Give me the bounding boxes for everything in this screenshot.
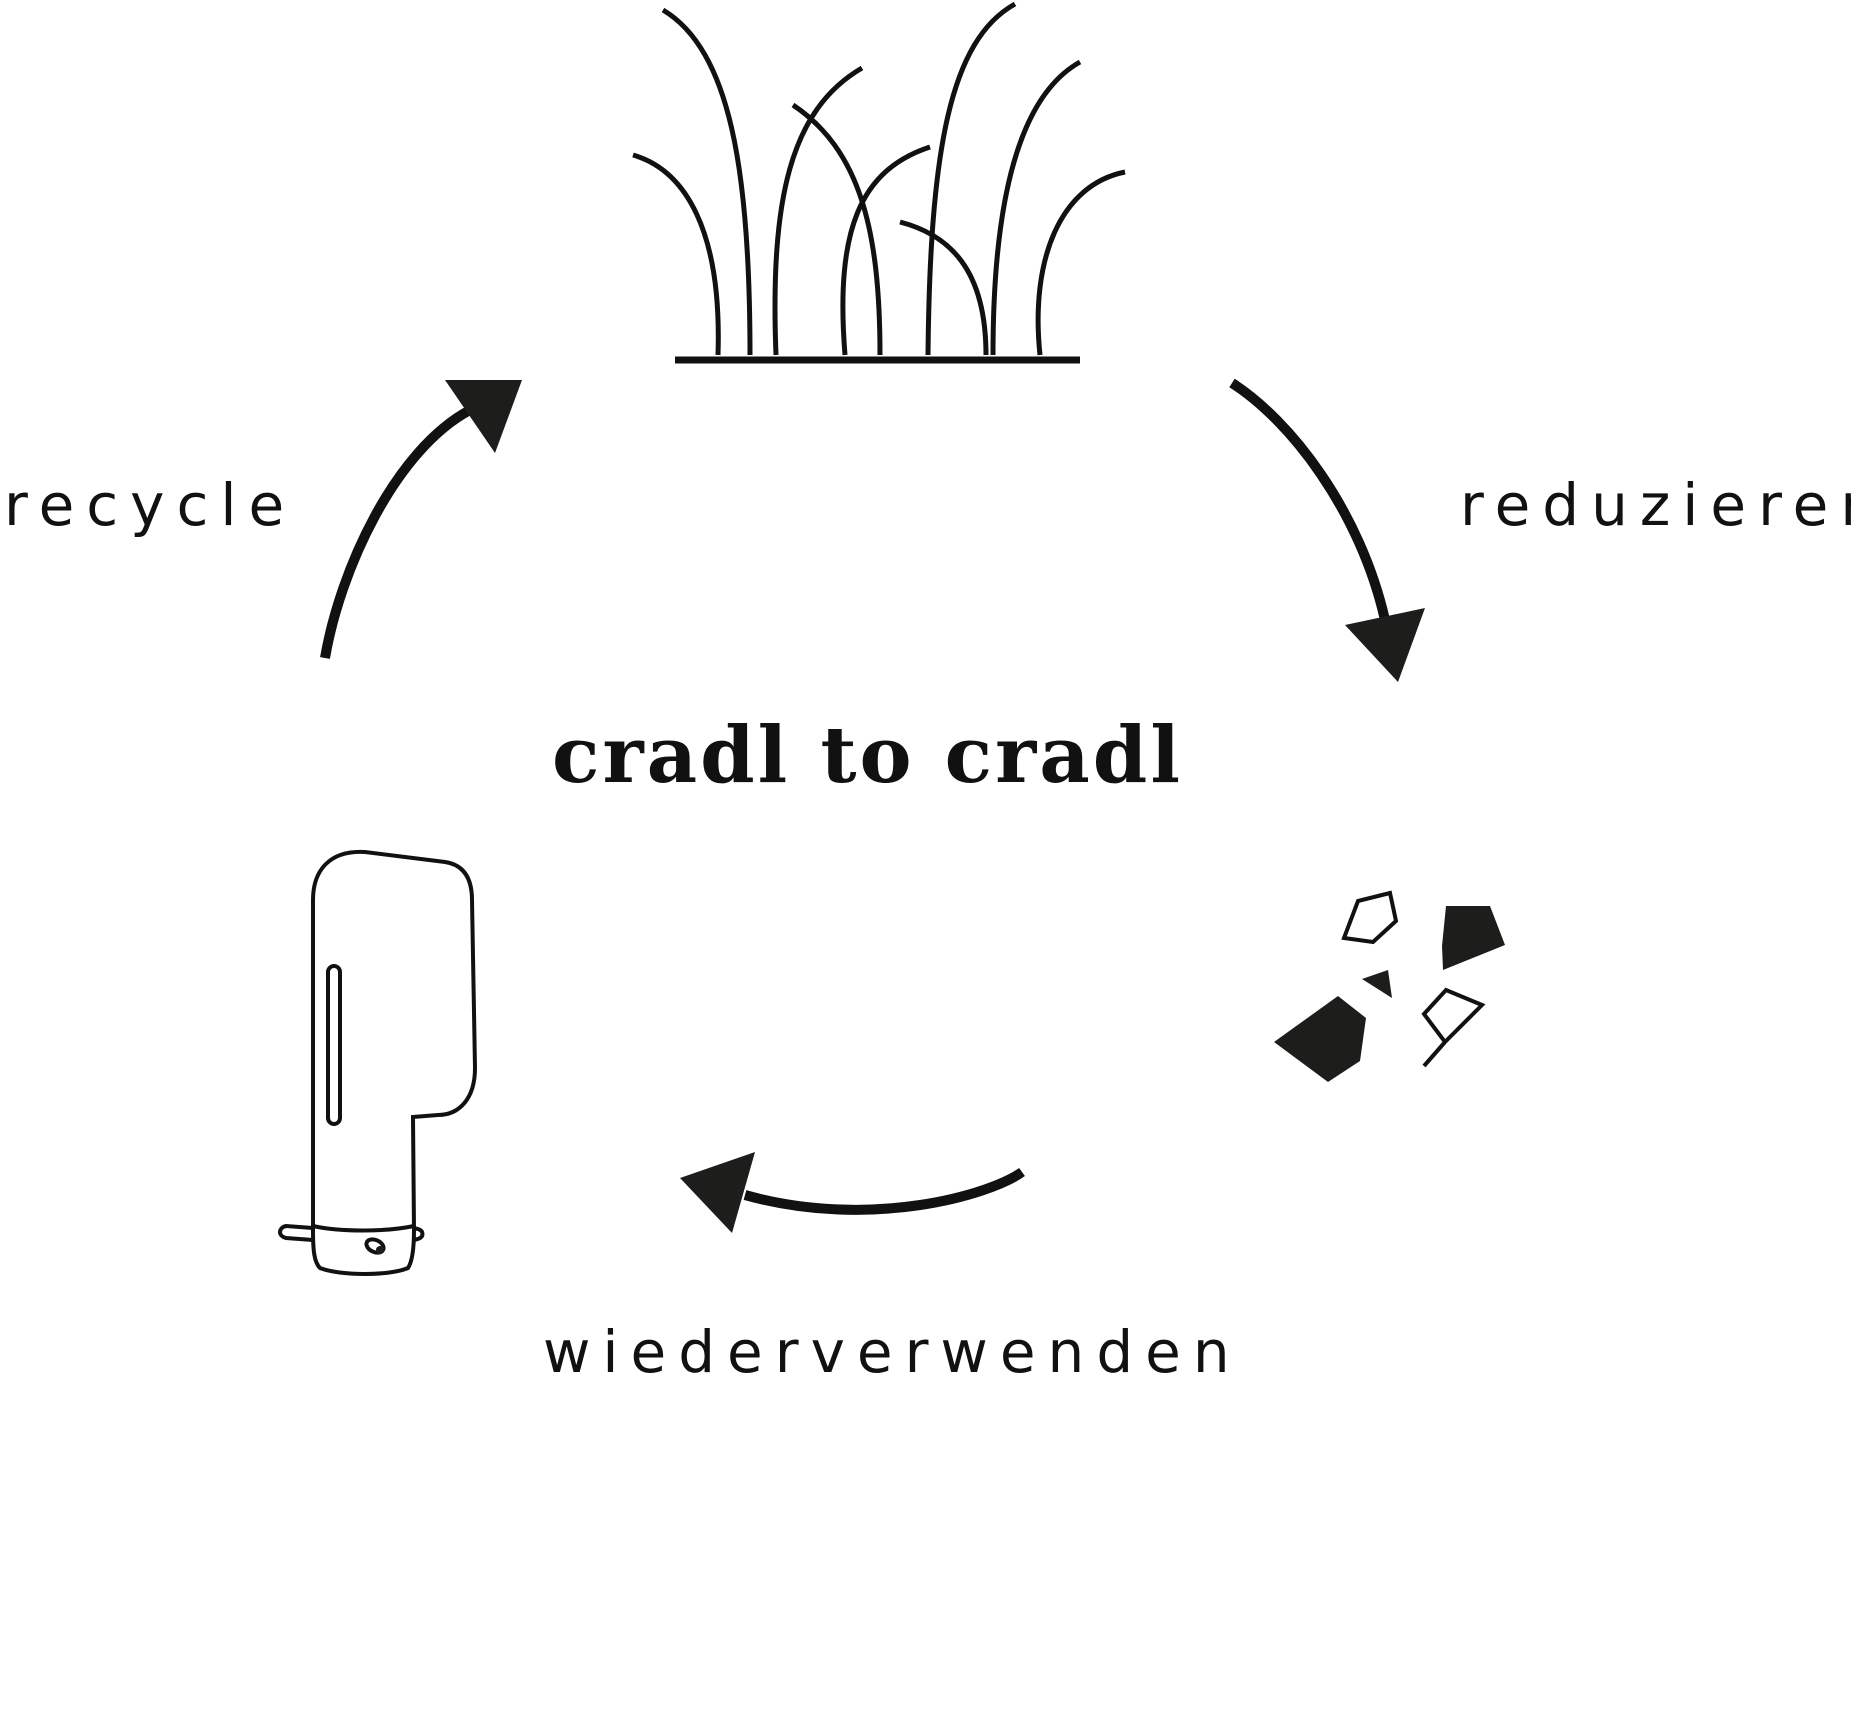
bottle-icon xyxy=(278,849,478,1276)
arrow-recycle-to-grass xyxy=(320,380,522,659)
grass-icon xyxy=(632,1,1126,364)
arrow-reduce-to-reuse xyxy=(680,1152,1025,1233)
diagram-title: cradl to cradl xyxy=(552,710,1183,801)
label-reduzieren: reduzieren xyxy=(1460,471,1851,539)
label-recycle: recycle xyxy=(4,471,296,539)
arrow-grass-to-reduce xyxy=(1229,378,1425,682)
label-wiederverwenden: wiederverwenden xyxy=(543,1318,1242,1386)
shards-icon xyxy=(1274,890,1505,1082)
